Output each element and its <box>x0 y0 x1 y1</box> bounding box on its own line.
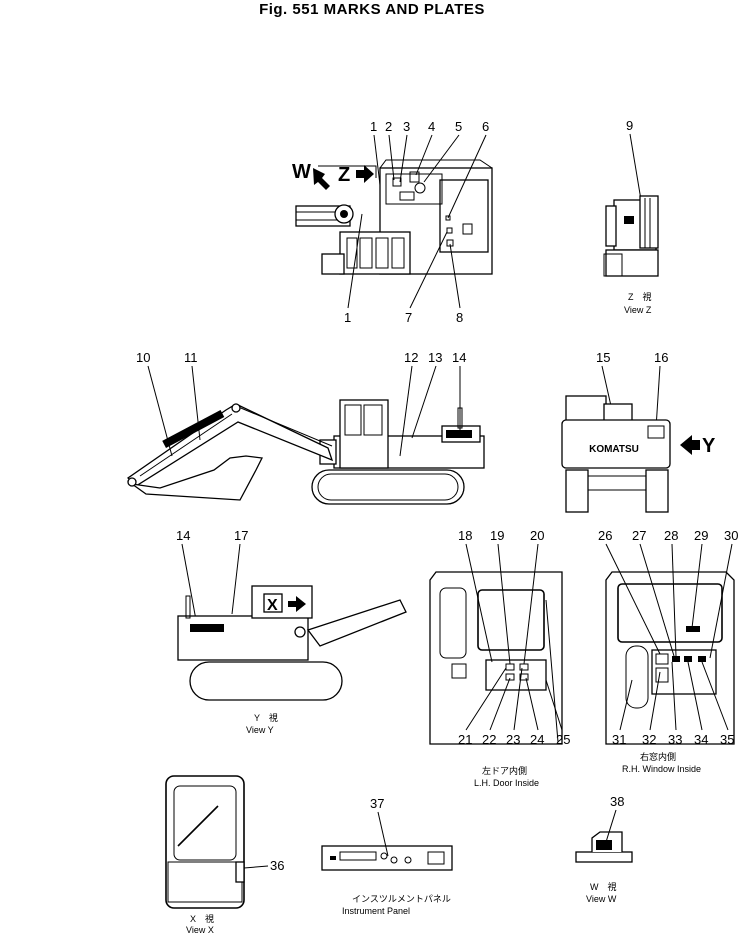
callout-12: 12 <box>404 350 418 365</box>
view-y-caption: View Y <box>246 725 274 735</box>
view-z-caption: View Z <box>624 305 652 315</box>
boom-plate <box>162 409 225 448</box>
callout-14: 14 <box>452 350 466 365</box>
callout-24: 24 <box>530 732 544 747</box>
panel-caption: Instrument Panel <box>342 906 410 916</box>
panel-caption-jp: インスツルメントパネル <box>352 894 451 904</box>
callout-35: 35 <box>720 732 734 747</box>
lh-door-window <box>477 589 545 651</box>
view-x-drawing: 36 X 視 View X <box>165 775 284 935</box>
view-z-caption-jp: Z 視 <box>628 291 652 302</box>
view-z-label: Z <box>338 164 350 186</box>
rh-window-caption: R.H. Window Inside <box>622 764 701 774</box>
callout-9: 9 <box>626 118 633 133</box>
callout-25: 25 <box>556 732 570 747</box>
callout-13: 13 <box>428 350 442 365</box>
arrow-y-icon <box>680 435 700 455</box>
view-x-caption-jp: X 視 <box>190 913 214 924</box>
callout-5: 5 <box>455 119 462 134</box>
side-view <box>126 399 485 505</box>
callout-29: 29 <box>694 528 708 543</box>
callout-36: 36 <box>270 858 284 873</box>
figure-title: Fig. 551 MARKS AND PLATES <box>259 1 485 18</box>
view-y-body <box>177 615 309 661</box>
track <box>311 469 465 505</box>
callout-16: 16 <box>654 350 668 365</box>
callout-26: 26 <box>598 528 612 543</box>
callout-33: 33 <box>668 732 682 747</box>
view-y-plate <box>190 624 224 632</box>
rh-window-drawing: 26 27 28 29 30 31 32 33 34 35 右窓内側 R.H. … <box>598 528 738 774</box>
side-plate <box>446 430 472 438</box>
callout-7: 7 <box>405 310 412 325</box>
lh-door-drawing: 18 19 20 21 22 23 24 25 左ドア内側 L.H. Door … <box>429 528 570 788</box>
view-w-caption: View W <box>586 894 617 904</box>
view-w-drawing: 38 W 視 View W <box>575 794 633 904</box>
callout-30: 30 <box>724 528 738 543</box>
view-y-track <box>189 661 343 701</box>
callout-1-lower: 1 <box>344 310 351 325</box>
w-bracket <box>318 165 377 178</box>
callout-22: 22 <box>482 732 496 747</box>
callout-15: 15 <box>596 350 610 365</box>
callout-6: 6 <box>482 119 489 134</box>
view-x-cab <box>165 775 245 909</box>
brand-komatsu: KOMATSU <box>589 444 639 455</box>
view-w-plate <box>596 840 612 850</box>
callout-11: 11 <box>184 350 198 365</box>
callout-3: 3 <box>403 119 410 134</box>
callout-31: 31 <box>612 732 626 747</box>
top-view: W Z <box>292 159 493 275</box>
view-y-boom <box>306 599 407 647</box>
callout-10: 10 <box>136 350 150 365</box>
callout-21: 21 <box>458 732 472 747</box>
callout-2: 2 <box>385 119 392 134</box>
view-x-caption: View X <box>186 925 214 935</box>
view-z-drawing: 9 Z 視 View Z <box>603 118 659 315</box>
callout-34: 34 <box>694 732 708 747</box>
callout-20: 20 <box>530 528 544 543</box>
callout-17: 17 <box>234 528 248 543</box>
lh-door-frame <box>429 571 563 745</box>
callout-23: 23 <box>506 732 520 747</box>
rh-window-caption-jp: 右窓内側 <box>640 751 676 762</box>
callout-38: 38 <box>610 794 624 809</box>
lh-door-caption-jp: 左ドア内側 <box>482 765 527 776</box>
view-w-caption-jp: W 視 <box>590 881 617 892</box>
view-y-caption-jp: Y 視 <box>254 712 278 723</box>
lh-door-caption: L.H. Door Inside <box>474 778 539 788</box>
arrow-w-icon <box>313 168 330 190</box>
callout-8: 8 <box>456 310 463 325</box>
callout-32: 32 <box>642 732 656 747</box>
cab-top <box>339 231 411 275</box>
callout-37: 37 <box>370 796 384 811</box>
side-view-callouts: 10 11 12 13 14 <box>136 350 466 457</box>
view-w-label: W <box>292 161 311 183</box>
arm-bucket <box>131 455 263 501</box>
view-y-drawing: 14 17 X Y 視 View Y <box>176 528 407 735</box>
view-y-arrow-label: Y <box>702 435 716 457</box>
arrow-x-icon <box>288 596 306 612</box>
callout-1: 1 <box>370 119 377 134</box>
instrument-panel <box>321 845 453 871</box>
callout-19: 19 <box>490 528 504 543</box>
callout-18: 18 <box>458 528 472 543</box>
callout-27: 27 <box>632 528 646 543</box>
callout-28: 28 <box>664 528 678 543</box>
view-x-arrow-label: X <box>267 597 278 614</box>
arrow-z-icon <box>356 165 374 183</box>
callout-14-view-y: 14 <box>176 528 190 543</box>
instrument-panel-drawing: 37 インスツルメントパネル Instrument Panel <box>321 796 453 916</box>
top-view-callouts: 1 2 3 4 5 6 1 7 8 <box>344 119 489 325</box>
callout-4: 4 <box>428 119 435 134</box>
counterweight <box>561 419 671 469</box>
rear-view: 15 16 KOMATSU Y <box>561 350 716 513</box>
